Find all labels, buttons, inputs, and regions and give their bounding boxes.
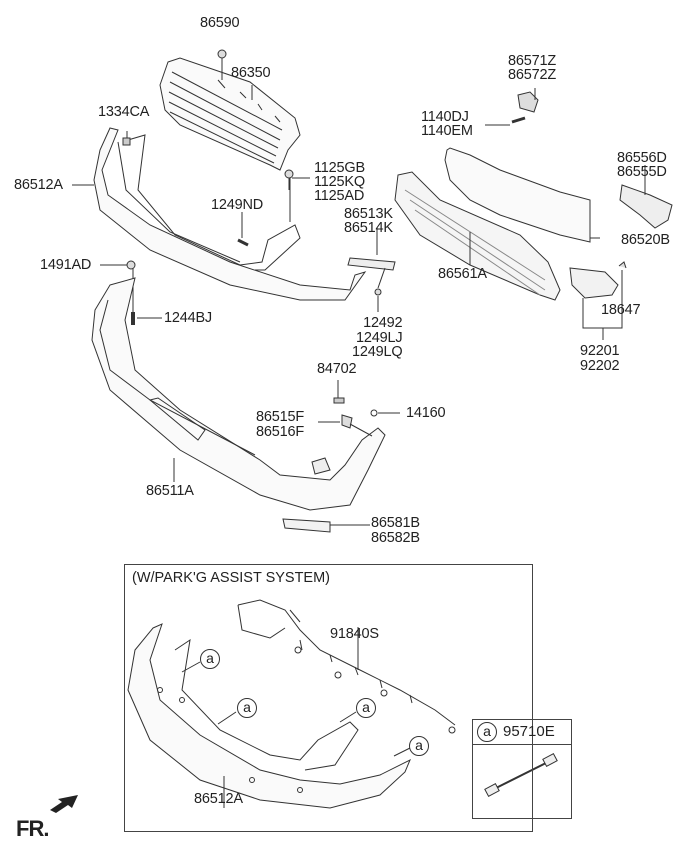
part-label-86515F-86516F[interactable]: 86515F 86516F (256, 409, 304, 440)
bracket-86556D-drawing (619, 165, 673, 229)
part-label-86581B-86582B[interactable]: 86581B 86582B (371, 515, 420, 546)
callout-a-4[interactable]: a (409, 736, 429, 756)
clip-86590-drawing (217, 49, 253, 100)
parking-assist-inset-frame (124, 564, 533, 832)
part-label-inset-86512A[interactable]: 86512A (194, 791, 243, 807)
part-label-86512A[interactable]: 86512A (14, 177, 63, 193)
inset-title: (W/PARK'G ASSIST SYSTEM) (132, 570, 331, 586)
part-label-84702[interactable]: 84702 (317, 361, 357, 377)
callout-a-2[interactable]: a (237, 698, 257, 718)
lower-grille-86561A-drawing (394, 171, 561, 301)
part-label-18647[interactable]: 18647 (601, 302, 641, 318)
part-label-86350[interactable]: 86350 (231, 65, 271, 81)
sensor-legend-box (472, 719, 572, 819)
leader-lines (72, 169, 396, 325)
sensor-95710E-drawing (484, 752, 558, 798)
bracket-86571Z-drawing (485, 88, 539, 126)
front-direction-arrow-icon (50, 795, 78, 813)
part-label-12492-1249LJ-1249LQ[interactable]: 12492 1249LJ 1249LQ (352, 315, 403, 360)
part-label-86571Z-86572Z[interactable]: 86571Z 86572Z (508, 53, 556, 83)
lower-bumper-drawing (91, 277, 386, 511)
part-label-86561A[interactable]: 86561A (438, 266, 487, 282)
part-label-92201-92202[interactable]: 92201 92202 (580, 343, 620, 374)
part-label-1244BJ[interactable]: 1244BJ (164, 310, 212, 326)
upper-bumper-cover-drawing (93, 127, 367, 301)
part-label-1125GB-1125KQ-1125AD[interactable]: 1125GB 1125KQ 1125AD (314, 160, 365, 204)
part-label-14160[interactable]: 14160 (406, 405, 446, 421)
part-label-1249ND[interactable]: 1249ND (211, 197, 263, 213)
part-label-91840S[interactable]: 91840S (330, 626, 379, 642)
radiator-grille-drawing (159, 57, 301, 171)
front-direction-label: FR. (16, 816, 49, 841)
part-label-86590[interactable]: 86590 (200, 15, 240, 31)
inset-bumper-drawing (127, 623, 411, 809)
fog-lamp-92201-drawing (569, 261, 627, 340)
part-label-86556D-86555D[interactable]: 86556D 86555D (617, 150, 667, 180)
callout-a-1[interactable]: a (200, 649, 220, 669)
inset-callout-leaders (181, 661, 411, 757)
legend-callout-a: a (477, 722, 497, 742)
legend-divider (472, 744, 572, 745)
part-label-86511A[interactable]: 86511A (146, 483, 194, 499)
part-label-1140DJ-1140EM[interactable]: 1140DJ 1140EM (421, 109, 473, 139)
reinforcement-86520B-drawing (444, 147, 600, 243)
callout-a-3[interactable]: a (356, 698, 376, 718)
lower-leaders (173, 380, 400, 533)
part-label-1491AD[interactable]: 1491AD (40, 257, 92, 273)
part-label-1334CA[interactable]: 1334CA (98, 104, 150, 120)
part-label-86513K-86514K[interactable]: 86513K 86514K (344, 206, 393, 236)
part-label-86520B[interactable]: 86520B (621, 232, 670, 248)
inset-harness-drawing (237, 599, 456, 734)
part-label-95710E[interactable]: 95710E (503, 723, 555, 740)
